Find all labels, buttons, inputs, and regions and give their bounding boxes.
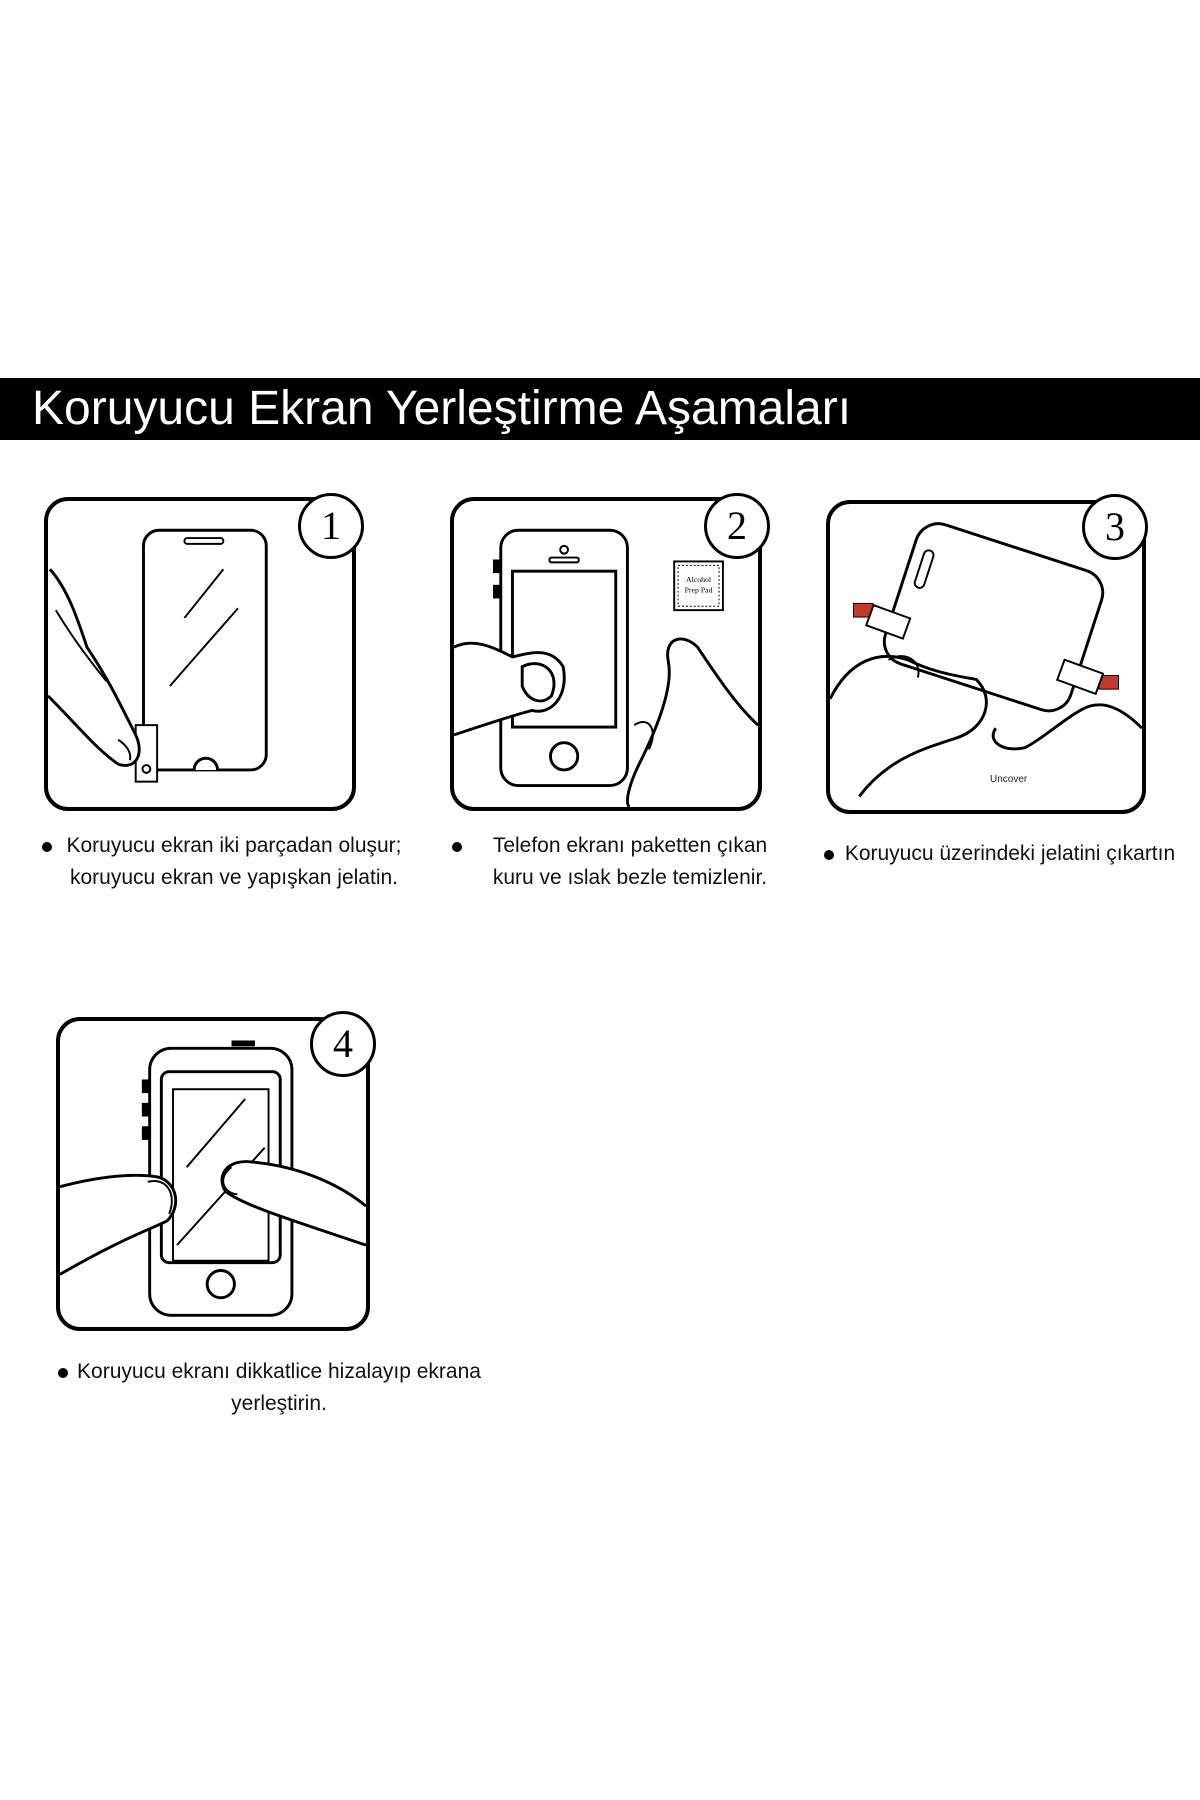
step-1-illustration: 1 (44, 493, 364, 811)
title-banner: Koruyucu Ekran Yerleştirme Aşamaları (0, 378, 1200, 440)
step-4-caption: Koruyucu ekranı dikkatlice hizalayıp ekr… (77, 1360, 481, 1415)
step-number-badge: 1 (298, 493, 364, 559)
step-3-caption: Koruyucu üzerindeki jelatini çıkartın (844, 842, 1176, 865)
bullet-icon (824, 850, 834, 860)
pad-label-line1: Alcohol (686, 575, 711, 584)
cleaning-screen-drawing: Alcohol Prep Pad (453, 528, 759, 809)
step-number-badge: 2 (704, 493, 770, 559)
step-number-badge: 4 (310, 1011, 376, 1077)
bullet-icon (452, 842, 462, 852)
step-4-illustration: 4 (56, 1011, 376, 1331)
align-protector-drawing (59, 1040, 367, 1317)
uncover-tab-label: Uncover (990, 774, 1028, 785)
step-number-badge: 3 (1082, 494, 1148, 560)
screen-protector-layers-drawing (46, 528, 268, 783)
pad-label-line2: Prep Pad (685, 586, 713, 595)
step-3-illustration: Uncover 3 (826, 494, 1148, 814)
step-2-caption: Telefon ekranı paketten çıkan kuru ve ıs… (492, 834, 768, 889)
step-1-caption: Koruyucu ekran iki parçadan oluşur; koru… (66, 834, 402, 889)
bullet-icon (58, 1368, 68, 1378)
bullet-icon (42, 842, 52, 852)
peel-film-drawing (828, 522, 1143, 798)
step-2-illustration: Alcohol Prep Pad 2 (450, 493, 770, 811)
page-title: Koruyucu Ekran Yerleştirme Aşamaları (32, 382, 852, 435)
